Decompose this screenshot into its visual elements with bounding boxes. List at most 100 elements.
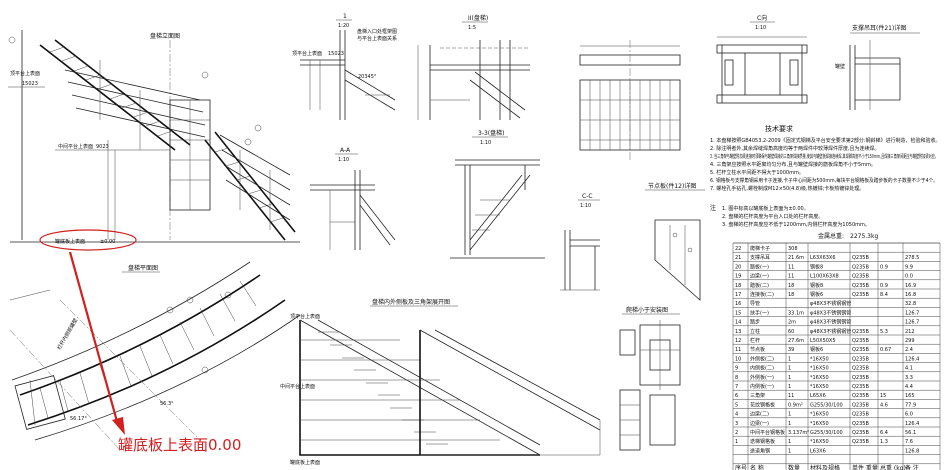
bom-cell: 15 bbox=[880, 393, 886, 399]
ladder-install-title: 爬梯小于安装图 bbox=[626, 306, 668, 314]
bom-cell: 5.3 bbox=[880, 329, 888, 335]
bom-cell: L50X50X5 bbox=[810, 338, 836, 344]
section-aa-view: A-A 1:10 bbox=[310, 147, 396, 250]
bom-cell: 32.8 bbox=[905, 301, 916, 307]
bom-cell: 0.9 bbox=[880, 264, 888, 270]
stair-plan-dim-2: 56.3° bbox=[160, 401, 174, 407]
support-detail-wall-label: 罐壁 bbox=[835, 63, 845, 70]
bom-cell: 33.1m bbox=[788, 310, 804, 316]
bom-cell: 钢板8 bbox=[810, 282, 823, 289]
bom-header-cell: 备 注 bbox=[905, 464, 919, 470]
bom-cell: G255/30/100 bbox=[810, 402, 843, 408]
section-c-view: C向 1:10 bbox=[716, 14, 808, 104]
bom-cell: 导管 bbox=[750, 300, 760, 307]
total-weight-label: 金属总重: bbox=[818, 232, 844, 240]
section-c-title: C向 bbox=[757, 14, 767, 22]
bom-cell: *16X50 bbox=[810, 439, 829, 445]
bom-header-cell: 材料及规格 bbox=[810, 464, 840, 470]
bom-cell: 踏步 bbox=[750, 319, 760, 326]
bom-cell: 4 bbox=[735, 412, 738, 418]
section-1-title: 1 bbox=[343, 13, 347, 20]
bom-header-cell: 单件 重量 bbox=[852, 464, 878, 470]
bom-cell: 1 bbox=[788, 448, 791, 454]
bom-cell: 1 bbox=[735, 439, 738, 445]
grate-plan-view bbox=[579, 40, 681, 160]
section-1-top-label: 顶平台上表面 bbox=[292, 50, 322, 57]
bom-cell: 1 bbox=[788, 439, 791, 445]
bom-cell: 踏板(一) bbox=[750, 263, 769, 270]
note-item-6: 6. 钢格板与支撑角钢采用卡子连接,卡子中心间距为500mm,每块平台钢格板及踏… bbox=[710, 177, 938, 184]
bom-cell: 9.9 bbox=[905, 264, 913, 270]
bom-cell: L65X6 bbox=[810, 393, 826, 399]
bom-cell: φ48X3不锈钢钢管 bbox=[810, 300, 851, 307]
section-3-scale: 1:10 bbox=[480, 140, 491, 146]
bom-cell: 126.7 bbox=[905, 310, 919, 316]
section-1-scale: 1:20 bbox=[338, 23, 349, 29]
section-2-title: II(盘梯) bbox=[468, 14, 488, 22]
bom-cell: 20 bbox=[735, 264, 741, 270]
bom-cell: Q235B bbox=[852, 329, 869, 335]
bom-cell: Q235B bbox=[852, 338, 869, 344]
bom-cell: 0.67 bbox=[880, 347, 891, 353]
bom-cell: φ48X3不锈钢钢管 bbox=[810, 319, 851, 326]
bom-cell: 1 bbox=[788, 421, 791, 427]
bom-cell: 7 bbox=[735, 384, 738, 390]
total-weight-value: 2275.3kg bbox=[850, 233, 878, 240]
bom-cell: 钢板6 bbox=[810, 291, 823, 298]
bom-cell: Q235B bbox=[852, 255, 869, 261]
note-item-1: 1. 本盘梯按照GB4053.2-2009《固定式钢梯及平台安全要求第2部分:钢… bbox=[710, 137, 941, 144]
stair-plan-view: 盘梯平面图 56.17° 56.3° 栏杆内侧距罐壁 bbox=[9, 261, 301, 451]
bom-cell: 花纹钢格板 bbox=[750, 401, 775, 408]
bom-cell: 1 bbox=[788, 375, 791, 381]
bom-cell: 7.6 bbox=[905, 439, 913, 445]
section-cc-title: C-C bbox=[582, 193, 593, 200]
bom-cell: Q235B bbox=[852, 439, 869, 445]
stair-plan-rail-label: 栏杆内侧距罐壁 bbox=[56, 317, 80, 351]
bom-cell: 19 bbox=[735, 274, 741, 280]
section-c-scale: 1:10 bbox=[755, 25, 766, 31]
bom-cell: 1 bbox=[788, 356, 791, 362]
inner-top-label: 顶平台上表面 bbox=[290, 313, 320, 320]
bom-cell: 9 bbox=[735, 366, 738, 372]
bom-cell: 308 bbox=[788, 246, 798, 252]
bom-cell: 18 bbox=[788, 283, 794, 289]
bom-cell: Q235B bbox=[852, 384, 869, 390]
bom-cell: 212 bbox=[905, 329, 915, 335]
bom-cell: 18 bbox=[735, 283, 741, 289]
bom-cell: 1 bbox=[788, 366, 791, 372]
section-aa-scale: 1:10 bbox=[338, 157, 349, 163]
bom-cell: 0.9m² bbox=[788, 402, 803, 408]
bom-cell: 踏板(二) bbox=[750, 282, 769, 289]
bom-cell: φ48X3不锈钢钢管 bbox=[810, 328, 851, 335]
highlight-ellipse bbox=[39, 229, 137, 251]
bom-cell: *16X50 bbox=[810, 375, 829, 381]
bom-cell: 11 bbox=[735, 347, 741, 353]
section-1-dim: 20345° bbox=[358, 74, 377, 80]
bom-cell: 126.4 bbox=[905, 356, 919, 362]
bom-cell: 边梁(一) bbox=[750, 273, 769, 280]
bom-cell: 11 bbox=[788, 264, 794, 270]
inner-mid-label: 中间平台上表面 bbox=[280, 383, 315, 390]
bom-header-cell: 名 称 bbox=[750, 464, 764, 470]
red-callout: 罐底板上表面0.00 bbox=[68, 251, 241, 454]
bom-cell: Q235B bbox=[852, 366, 869, 372]
bom-cell: 外侧板(一) bbox=[750, 374, 774, 381]
bom-cell: 3.3 bbox=[905, 375, 913, 381]
bom-cell: 15 bbox=[735, 310, 741, 316]
section-1-entry-label-2: 与平台上表面关系 bbox=[357, 35, 397, 42]
inner-elevation-view: 盘梯内外侧板及三角架展开图 顶平台上表面 中间平台上表面 罐底板上表面 bbox=[280, 298, 601, 466]
note-item-2: 2. 除注明者外,其余焊缝焊角高度均等于两焊件中较薄焊件厚度,且为连续焊。 bbox=[710, 145, 880, 152]
bom-cell: 126.8 bbox=[905, 448, 919, 454]
bom-cell: Q235B bbox=[852, 283, 869, 289]
bom-cell: 三角架 bbox=[750, 392, 765, 399]
bom-cell: 0.0 bbox=[905, 274, 913, 280]
bom-cell: 16 bbox=[735, 301, 741, 307]
tank-bottom-label: 罐底板上表面 bbox=[55, 238, 85, 245]
stair-plan-dim-1: 56.17° bbox=[70, 416, 87, 422]
bom-cell: L63X6 bbox=[810, 448, 826, 454]
bom-cell: 21 bbox=[735, 255, 741, 261]
bom-cell: 2m bbox=[788, 320, 796, 326]
bom-cell: 56.1 bbox=[905, 430, 916, 436]
stair-elevation-view: 盘梯立面图 bbox=[8, 30, 300, 251]
bom-cell: 爬梯卡子 bbox=[750, 245, 770, 252]
